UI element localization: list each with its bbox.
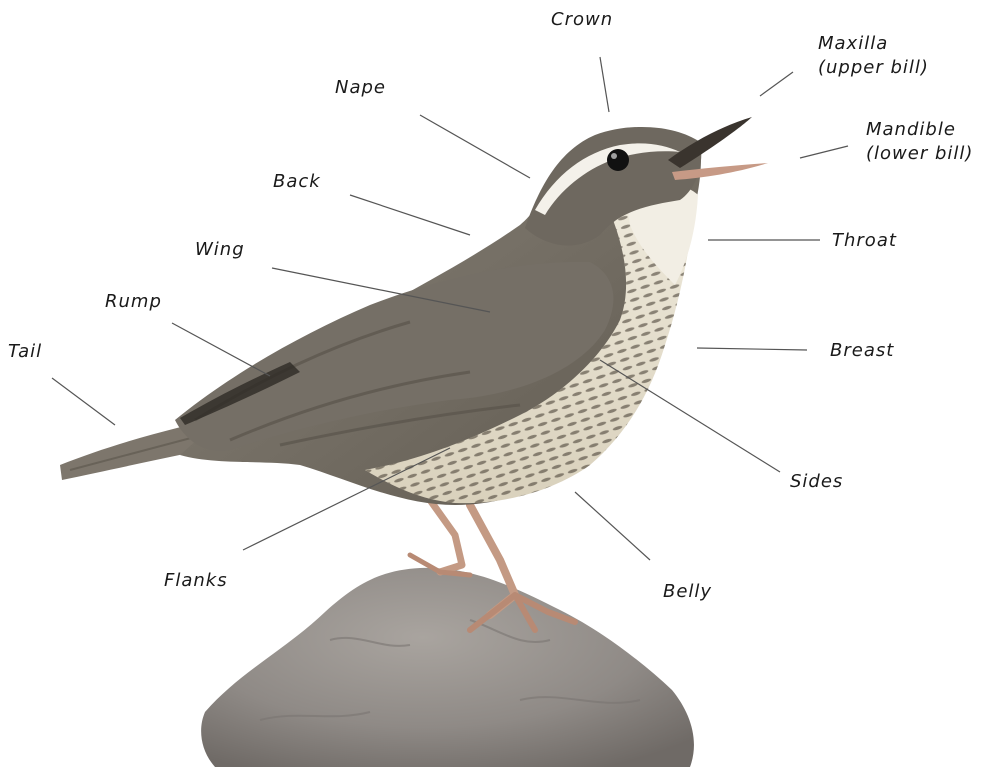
leader-maxilla — [760, 72, 793, 96]
leader-back — [350, 195, 470, 235]
label-wing: Wing — [195, 238, 245, 262]
leader-rump — [172, 323, 270, 376]
label-sides: Sides — [790, 470, 843, 494]
label-belly: Belly — [663, 580, 712, 604]
leader-nape — [420, 115, 530, 178]
label-mandible: Mandible (lower bill) — [866, 118, 973, 166]
leader-breast — [697, 348, 807, 350]
leg-left — [430, 500, 462, 572]
label-breast: Breast — [830, 339, 894, 363]
label-flanks: Flanks — [164, 569, 228, 593]
label-back: Back — [273, 170, 321, 194]
leader-belly — [575, 492, 650, 560]
label-crown: Crown — [551, 8, 613, 32]
label-maxilla: Maxilla (upper bill) — [818, 32, 929, 80]
label-nape: Nape — [335, 76, 386, 100]
label-tail: Tail — [8, 340, 42, 364]
label-rump: Rump — [105, 290, 162, 314]
label-throat: Throat — [832, 229, 897, 253]
leader-tail — [52, 378, 115, 425]
eye — [607, 149, 629, 171]
rock — [201, 568, 694, 767]
leader-crown — [600, 57, 609, 112]
leader-mandible — [800, 146, 848, 158]
